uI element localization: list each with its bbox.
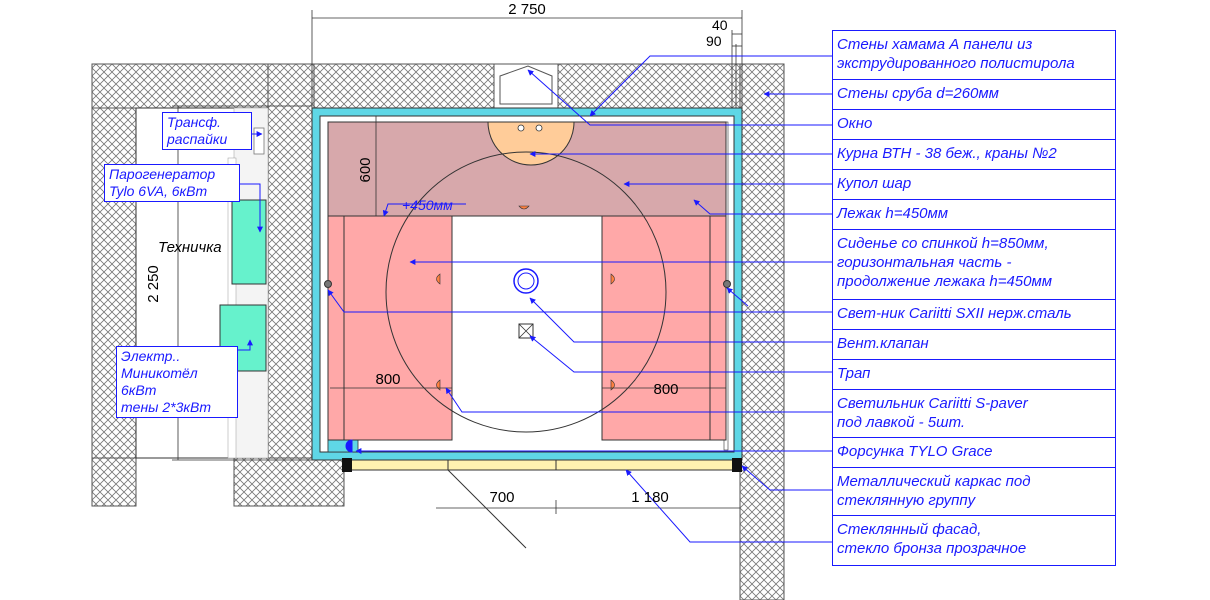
callout-bench-light: Светильник Cariitti S-paver под лавкой -… [833, 389, 1115, 437]
transformer [253, 127, 265, 155]
dim-left-depth: 2 250 [145, 265, 162, 303]
callout-dome: Купол шар [833, 169, 1115, 199]
callout-glass: Стеклянный фасад, стекло бронза прозрачн… [833, 515, 1115, 565]
glass-facade [342, 458, 742, 549]
callout-drain: Трап [833, 359, 1115, 389]
dim-kurna-depth: 600 [357, 157, 374, 182]
callout-lounger: Лежак h=450мм [833, 199, 1115, 229]
callout-seat: Сиденье со спинкой h=850мм, горизонтальн… [833, 229, 1115, 299]
dim-top-small-2: 90 [706, 33, 722, 49]
technical-room-label: Техничка [158, 239, 222, 256]
dim-bench-right: 800 [653, 381, 678, 398]
callout-kurna: Курна ВТН - 38 беж., краны №2 [833, 139, 1115, 169]
callout-table: Стены хамама А панели из экструдированно… [832, 30, 1116, 566]
steam-nozzle [345, 439, 353, 453]
callout-window: Окно [833, 109, 1115, 139]
callout-leaders [166, 55, 832, 543]
dim-bottom-right: 1 180 [631, 489, 669, 506]
bench-left [341, 215, 453, 441]
bench-lights [436, 205, 615, 391]
callout-frame: Металлический каркас под стеклянную груп… [833, 467, 1115, 515]
dim-top-total: 2 750 [508, 1, 546, 18]
dimension-lines [172, 10, 743, 514]
dim-bottom-left: 700 [489, 489, 514, 506]
steam-generator-note: Парогенератор Tylo 6VA, 6кВт [104, 164, 240, 202]
callout-vent: Вент.клапан [833, 329, 1115, 359]
callout-wall-light: Свет-ник Cariitti SXII нерж.сталь [833, 299, 1115, 329]
dim-top-small-1: 40 [712, 17, 728, 33]
boiler-note: Электр.. Миникотёл 6кВт тены 2*3кВт [116, 346, 238, 418]
bench-right [601, 215, 713, 441]
log-walls [91, 63, 785, 600]
steam-generator [231, 199, 267, 285]
vent-valve [513, 268, 539, 294]
dim-bench-left: 800 [375, 371, 400, 388]
transformer-note: Трансф. распайки [162, 112, 252, 150]
callout-nozzle: Форсунка TYLO Grace [833, 437, 1115, 467]
dome-circle [385, 151, 667, 433]
wall-light-right [723, 280, 731, 288]
wall-light-left [324, 280, 332, 288]
drain [518, 323, 534, 339]
window [493, 63, 559, 109]
callout-log-walls: Стены сруба d=260мм [833, 79, 1115, 109]
callout-panels: Стены хамама А панели из экструдированно… [837, 36, 1075, 72]
elevation-label: +450мм [402, 197, 453, 213]
